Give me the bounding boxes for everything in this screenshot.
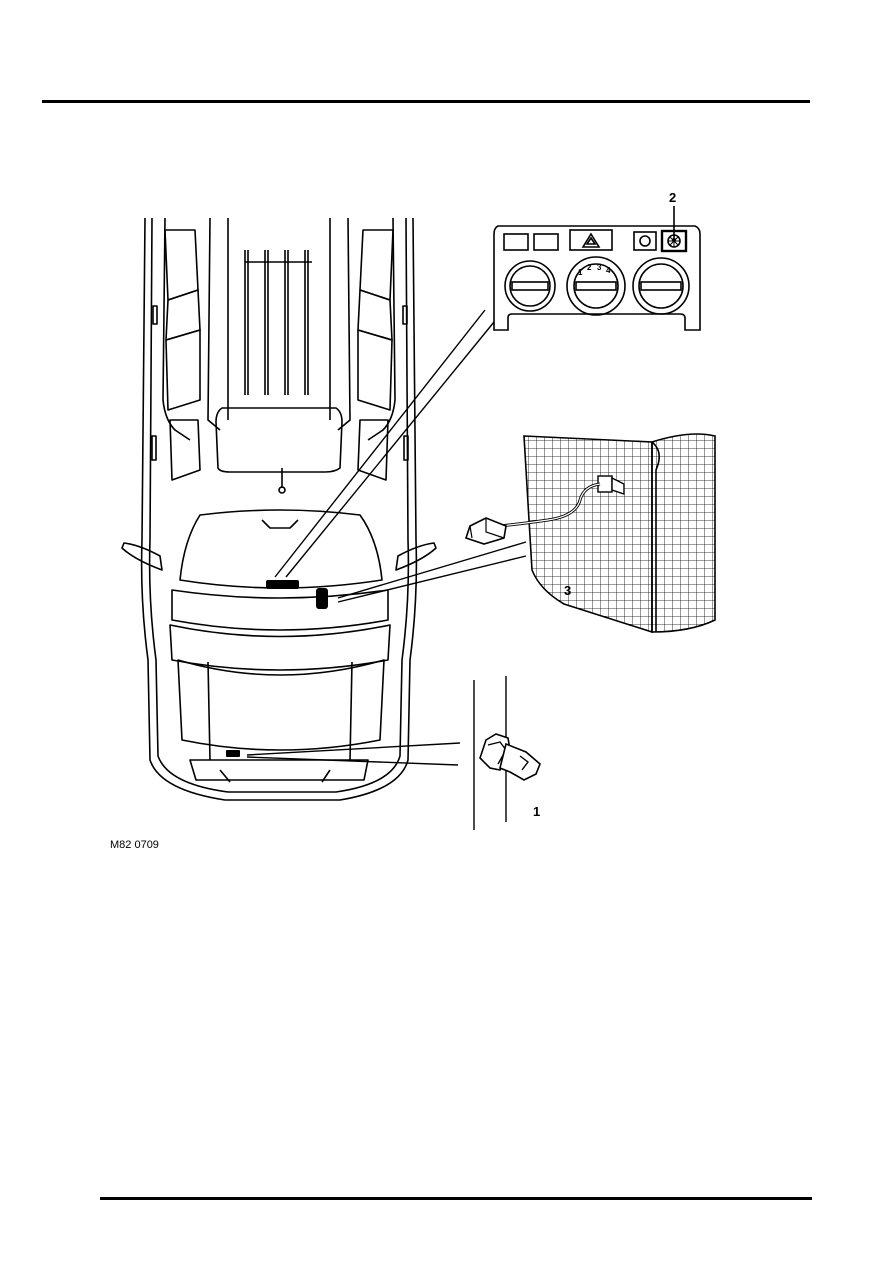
panel-button-left-1 — [503, 233, 529, 251]
fan-speed-label-3: 3 — [597, 263, 602, 272]
callout-2: 2 — [669, 190, 676, 205]
ambient-sensor-location-marker — [226, 750, 240, 757]
leader-lines — [246, 309, 527, 766]
fan-speed-label-4: 4 — [606, 266, 611, 275]
fan-speed-label-1: 1 — [578, 268, 583, 277]
evaporator-detail — [464, 433, 716, 634]
panel-button-left-2 — [533, 233, 559, 251]
temperature-knob — [504, 260, 556, 312]
evaporator-sensor-location-marker — [316, 588, 328, 609]
fan-speed-labels: 1 2 3 4 — [578, 263, 611, 277]
ambient-sensor-detail — [473, 676, 541, 830]
recirc-button — [633, 231, 657, 251]
heater-control-panel — [493, 225, 701, 331]
hazard-triangle-icon — [581, 232, 601, 248]
hazard-button — [569, 229, 613, 251]
ac-switch-location-marker — [266, 580, 299, 589]
callout-3: 3 — [564, 583, 571, 598]
component-markers — [226, 580, 328, 757]
header-rule — [42, 100, 810, 103]
figure-reference: M82 0709 — [110, 839, 159, 851]
vehicle-top-view — [121, 217, 437, 801]
fan-speed-knob — [566, 256, 626, 316]
footer-rule — [100, 1197, 812, 1200]
distribution-knob — [632, 257, 690, 315]
evaporator-core — [523, 435, 653, 634]
recirc-icon — [639, 235, 651, 247]
callout-1: 1 — [533, 804, 540, 819]
fan-speed-label-2: 2 — [587, 263, 592, 272]
